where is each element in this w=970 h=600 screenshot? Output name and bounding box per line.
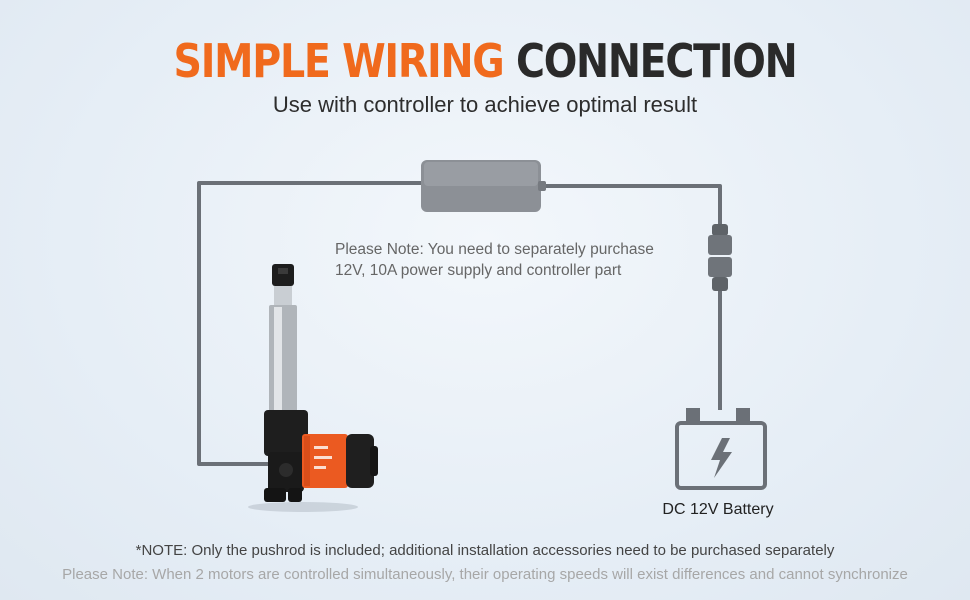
purchase-note: Please Note: You need to separately purc… [335, 239, 695, 281]
battery-icon [675, 408, 767, 490]
controller-box [421, 160, 546, 212]
footnote-included: *NOTE: Only the pushrod is included; add… [135, 542, 835, 559]
linear-actuator [248, 264, 378, 512]
lightning-icon [711, 438, 732, 478]
battery-label: DC 12V Battery [662, 501, 774, 518]
footnote-sync: Please Note: When 2 motors are controlle… [62, 566, 908, 583]
wire [197, 181, 722, 466]
purchase-note-line1: Please Note: You need to separately purc… [335, 241, 654, 258]
title-accent: SIMPLE WIRING [173, 34, 505, 88]
page-title: SIMPLE WIRING CONNECTION [68, 34, 902, 88]
purchase-note-line2: 12V, 10A power supply and controller par… [335, 262, 622, 279]
inline-fuse [708, 224, 732, 291]
subtitle: Use with controller to achieve optimal r… [272, 92, 698, 117]
title-rest: CONNECTION [515, 34, 798, 88]
